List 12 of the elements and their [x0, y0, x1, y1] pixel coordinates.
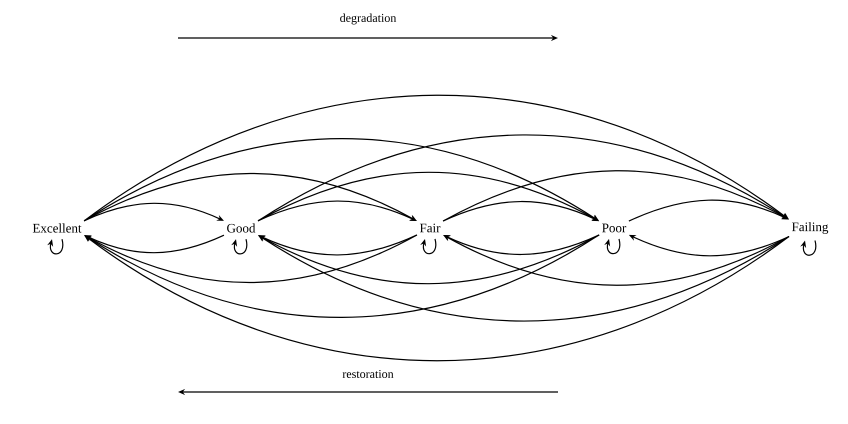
state-label: Excellent: [32, 223, 82, 233]
self-loop-arrow: [231, 239, 248, 254]
state-label: Poor: [602, 224, 626, 232]
state-label: Failing: [792, 222, 828, 234]
self-loop-arrow: [800, 240, 816, 256]
self-loop-arrow: [47, 239, 64, 254]
state-label: Fair: [420, 224, 440, 232]
direction-label: degradation: [340, 14, 396, 24]
state-label: Good: [227, 223, 256, 233]
direction-label: restoration: [342, 370, 394, 378]
self-loop-arrow: [604, 238, 620, 254]
self-loop-arrow: [420, 238, 436, 254]
